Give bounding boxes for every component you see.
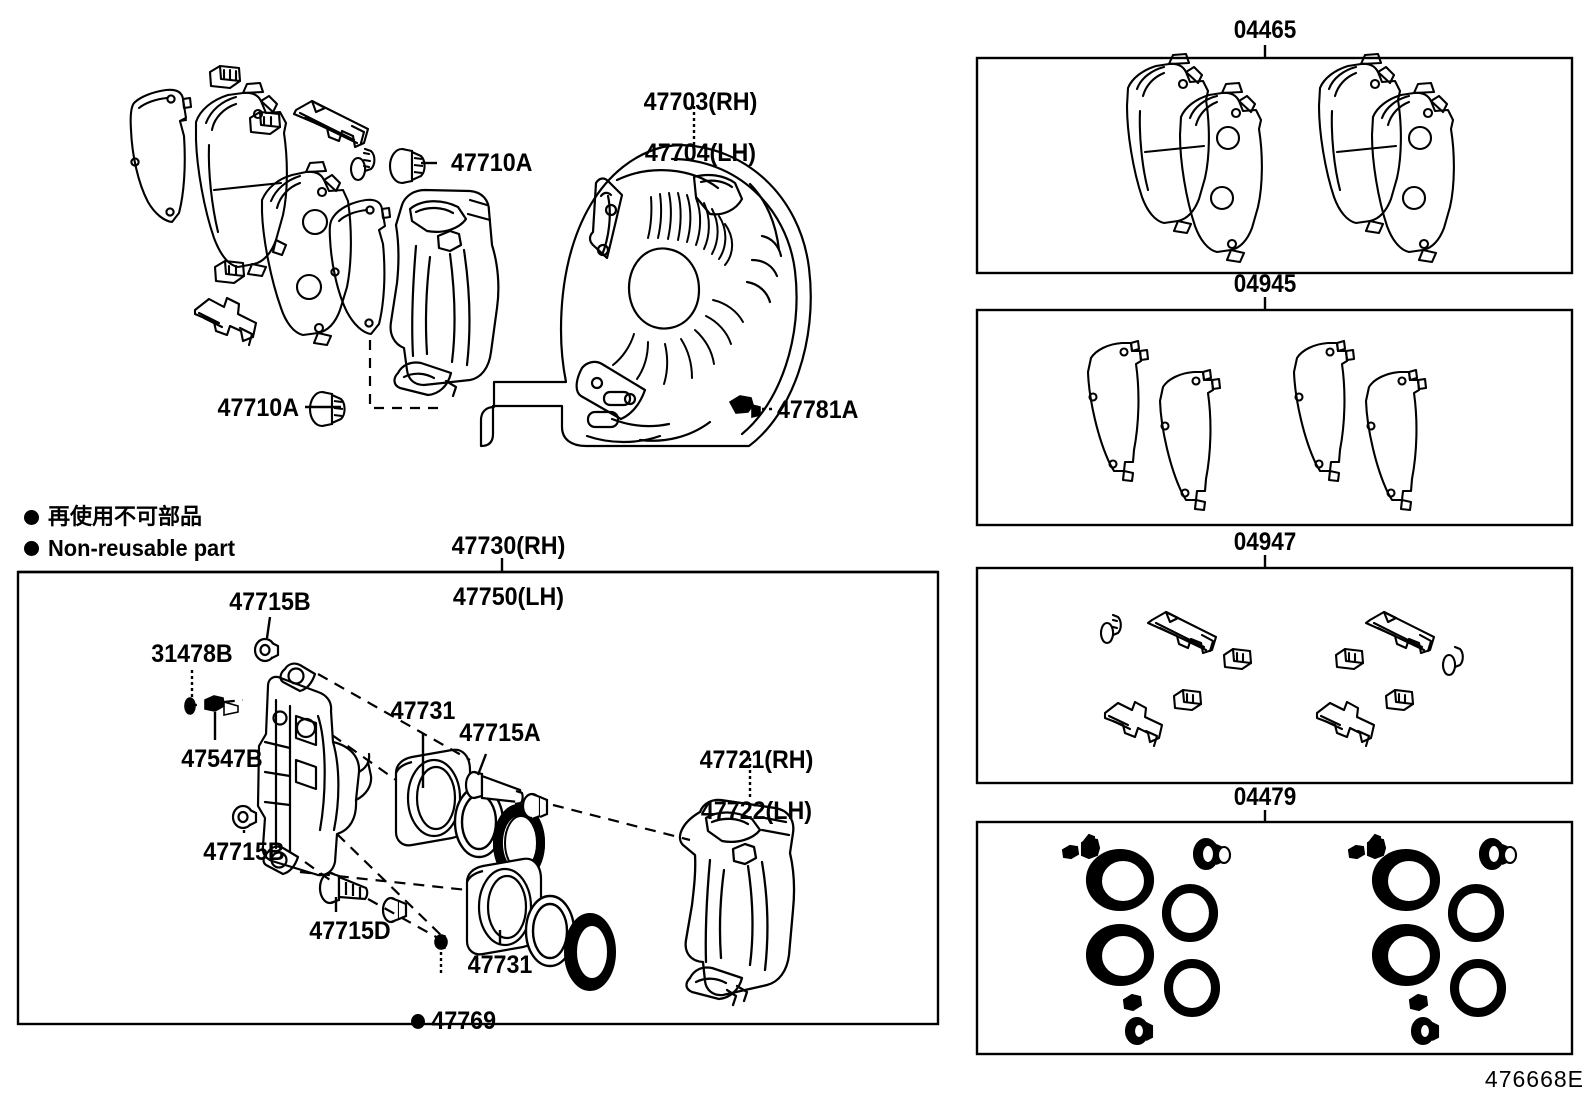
slide-pin-boot-upper [253, 637, 280, 663]
part-label-47721-47722: 47721(RH) 47722(LH) [687, 722, 814, 824]
kit-box-04479 [975, 820, 1574, 1056]
part-label-31478b: 31478B [151, 640, 233, 668]
part-number-47730: 47730(RH) [451, 531, 566, 560]
part-label-47715b-lower: 47715B [203, 838, 285, 866]
assembly-guide-lines [185, 673, 691, 941]
part-label-47715b-upper: 47715B [229, 588, 311, 616]
part-label-47781a: 47781A [777, 396, 859, 424]
upper-pad-stack [129, 64, 392, 347]
caliper-body-47730 [256, 662, 373, 877]
part-label-47710a-lower: 47710A [217, 394, 299, 422]
non-reusable-dot-icon [24, 540, 39, 556]
part-number-47721: 47721(RH) [699, 745, 814, 774]
kit-label-04465: 04465 [1233, 16, 1297, 44]
part-label-47731-lower: 47731 [467, 951, 533, 979]
legend-text-english: Non-reusable part [48, 534, 235, 561]
part-label-47769: 47769 [398, 981, 496, 1035]
piston-seal-lower [524, 894, 576, 968]
piston-dust-boot-lower [564, 913, 616, 991]
part-number-47769: 47769 [431, 1007, 497, 1035]
slide-pin-boot-lower [231, 804, 258, 830]
dust-cover-47703 [479, 143, 812, 448]
caliper-piston-upper [394, 748, 472, 847]
part-label-47547b: 47547B [181, 745, 263, 773]
legend-row-japanese: 再使用不可部品 [24, 503, 245, 533]
legend-row-english: Non-reusable part [24, 533, 245, 564]
part-label-47715a: 47715A [459, 719, 541, 747]
leader-lines-lower [190, 616, 752, 975]
panel-title-47730-47750: 47730(RH) 47750(LH) [439, 508, 566, 610]
part-label-47731-upper: 47731 [390, 697, 456, 725]
upper-caliper-preview [389, 188, 500, 398]
kit-04465-contents [1125, 52, 1455, 264]
kit-04945-contents [1086, 339, 1428, 512]
part-label-47710a-upper: 47710A [451, 149, 533, 177]
kit-box-04947 [975, 566, 1574, 785]
part-label-47715d: 47715D [309, 917, 391, 945]
slide-bushing-47715d [318, 871, 369, 905]
bolt-47710a-upper [388, 147, 426, 185]
screw-47781a [728, 395, 761, 419]
kit-04479-contents [1061, 833, 1518, 1046]
part-label-47703-47704: 47703(RH) 47704(LH) [631, 64, 758, 166]
kit-label-04947: 04947 [1233, 528, 1297, 556]
bolt-47710a-lower [308, 390, 346, 428]
bleeder-plug-47547b [204, 695, 239, 716]
part-number-47704: 47704(LH) [644, 138, 757, 167]
kit-box-04465 [975, 56, 1574, 275]
part-number-47722: 47722(LH) [700, 796, 813, 825]
legend-text-japanese: 再使用不可部品 [48, 505, 203, 530]
caliper-mounting-47721 [678, 798, 796, 1007]
kit-label-04479: 04479 [1233, 783, 1297, 811]
part-number-47750: 47750(LH) [452, 582, 565, 611]
slide-pin-47715a [464, 770, 524, 806]
leader-lines-upper [305, 106, 775, 411]
bleeder-47769 [434, 934, 448, 950]
legend-block: 再使用不可部品 Non-reusable part [24, 503, 245, 564]
kit-04947-contents [1100, 610, 1464, 748]
non-reusable-dot-icon [410, 1014, 425, 1029]
non-reusable-dot-icon [24, 510, 39, 526]
kit-box-04945 [975, 308, 1574, 527]
kit-label-04945: 04945 [1233, 270, 1297, 298]
part-number-47703: 47703(RH) [643, 87, 758, 116]
bracket-dashed-outline [368, 340, 440, 410]
diagram-id: 476668E [1484, 1066, 1584, 1092]
slide-pin-nut [521, 792, 549, 821]
